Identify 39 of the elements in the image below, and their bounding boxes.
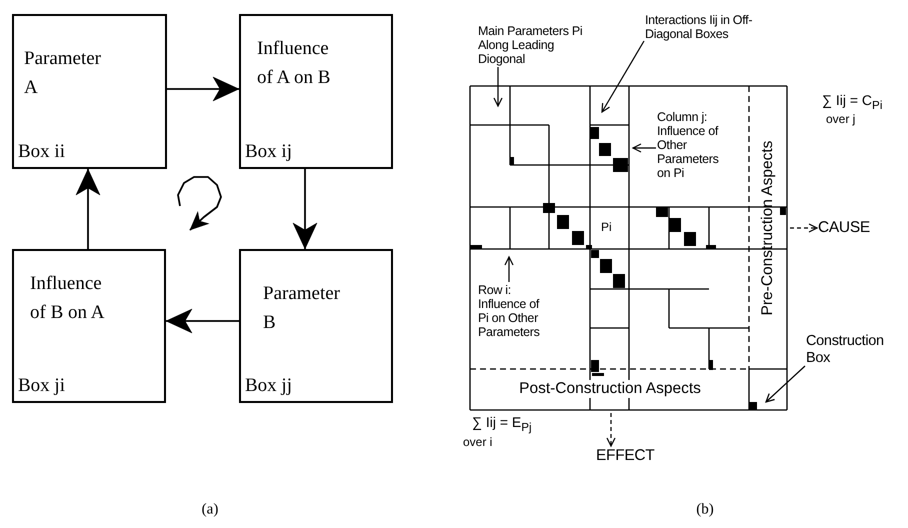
leader-arrow bbox=[493, 67, 503, 107]
annotation-text: Column j: Influence of Other Parameters on Pi bbox=[657, 110, 735, 180]
box-id-label: Box ij bbox=[245, 141, 292, 163]
process-box bbox=[12, 14, 167, 169]
box-id-label: Box ii bbox=[18, 141, 65, 163]
leader-arrow bbox=[632, 143, 656, 153]
sum-subscript: over i bbox=[463, 435, 492, 449]
arrow bbox=[167, 76, 240, 102]
panel-caption: (a) bbox=[202, 502, 218, 518]
sum-formula: ∑ Iij = C$_{Pi}$ bbox=[822, 92, 882, 112]
box-title: Influence of A on B bbox=[257, 37, 332, 90]
arrow bbox=[292, 169, 318, 250]
box-title: Parameter B bbox=[263, 282, 342, 335]
annotation-text: EFFECT bbox=[596, 447, 666, 464]
box-id-label: Box ji bbox=[18, 375, 65, 397]
band-label: Pre-Construction Aspects bbox=[759, 140, 777, 316]
box-title: Parameter A bbox=[24, 47, 102, 100]
arrow bbox=[76, 168, 100, 249]
annotation-text: Construction Box bbox=[806, 333, 891, 366]
dashed-arrow bbox=[606, 413, 616, 447]
panel-caption: (b) bbox=[696, 502, 714, 518]
arrow bbox=[166, 308, 239, 334]
sum-subscript: over j bbox=[826, 112, 856, 126]
cell-label: Pi bbox=[601, 220, 612, 234]
box-id-label: Box jj bbox=[245, 375, 292, 397]
band-label: Post-Construction Aspects bbox=[517, 380, 703, 398]
leader-arrow bbox=[504, 256, 514, 282]
leader-arrow bbox=[765, 366, 806, 403]
process-box bbox=[239, 14, 393, 169]
box-title: Influence of B on A bbox=[30, 272, 106, 325]
annotation-text: Interactions Iij in Off-Diagonal Boxes bbox=[645, 13, 770, 41]
leader-arrow bbox=[601, 40, 645, 113]
process-box bbox=[12, 249, 166, 403]
process-box bbox=[239, 249, 393, 403]
sum-formula: ∑ Iij = E$_{Pj}$ bbox=[472, 414, 532, 434]
dashed-arrow bbox=[790, 223, 818, 233]
annotation-text: Main Parameters Pi Along Leading Diogonal bbox=[478, 24, 583, 66]
annotation-text: CAUSE bbox=[818, 219, 888, 236]
annotation-text: Row i: Influence of Pi on Other Parameters bbox=[478, 283, 550, 339]
